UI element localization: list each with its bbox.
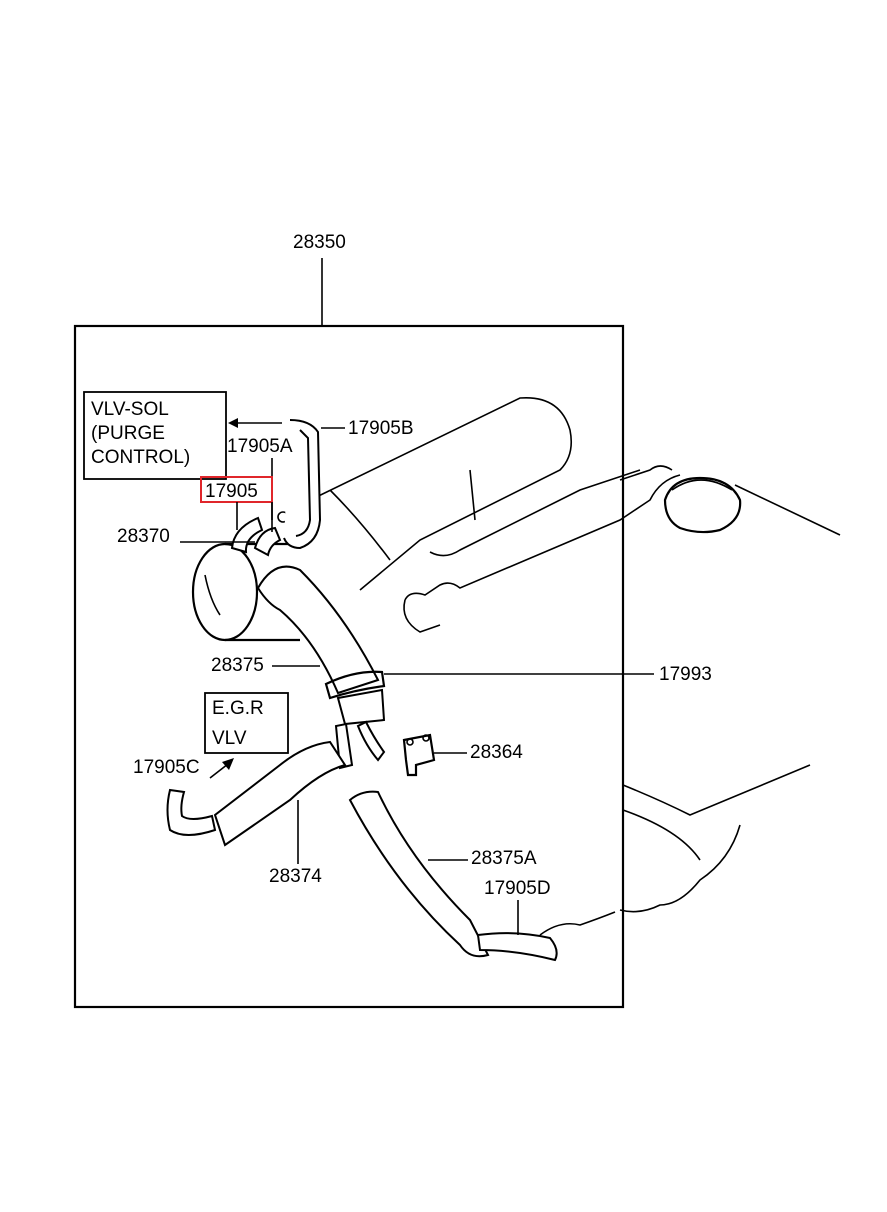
callout-28364[interactable]: 28364 bbox=[470, 742, 523, 763]
callout-17993[interactable]: 17993 bbox=[659, 664, 712, 685]
callout-28374[interactable]: 28374 bbox=[269, 866, 322, 887]
hose-28375[interactable] bbox=[256, 565, 380, 695]
hose-28370[interactable] bbox=[230, 516, 264, 554]
assembly-frame bbox=[73, 324, 625, 1009]
callout-28375A[interactable]: 28375A bbox=[471, 848, 537, 869]
callout-28370[interactable]: 28370 bbox=[117, 526, 170, 547]
hose-17905D[interactable] bbox=[476, 932, 558, 962]
callout-17905B[interactable]: 17905B bbox=[348, 418, 414, 439]
hose-17905C[interactable] bbox=[166, 788, 217, 836]
tee-connector bbox=[336, 688, 386, 726]
assembly-label[interactable]: 28350 bbox=[293, 232, 346, 253]
egr-line-2: VLV bbox=[212, 728, 247, 749]
engine-outline bbox=[191, 397, 841, 936]
vlv-sol-line-3: CONTROL) bbox=[91, 447, 190, 468]
callout-17905[interactable]: 17905 bbox=[205, 481, 258, 502]
hose-assembly bbox=[166, 419, 558, 962]
callout-28375[interactable]: 28375 bbox=[211, 655, 264, 676]
egr-box: E.G.R VLV bbox=[204, 692, 289, 754]
fitting-28364[interactable] bbox=[402, 733, 436, 777]
egr-line-1: E.G.R bbox=[212, 698, 264, 719]
vlv-sol-box: VLV-SOL (PURGE CONTROL) bbox=[83, 391, 227, 480]
callout-17905A[interactable]: 17905A bbox=[227, 436, 293, 457]
hose-28374[interactable] bbox=[213, 740, 347, 847]
hose-17905[interactable] bbox=[253, 526, 282, 557]
arrow-to-egr bbox=[209, 763, 229, 779]
hose-28375A[interactable] bbox=[348, 790, 490, 958]
callout-17905C[interactable]: 17905C bbox=[133, 757, 200, 778]
vlv-sol-line-2: (PURGE bbox=[91, 423, 165, 444]
callout-17905D[interactable]: 17905D bbox=[484, 878, 551, 899]
vlv-sol-line-1: VLV-SOL bbox=[91, 399, 169, 420]
clamp-17993[interactable] bbox=[324, 670, 386, 700]
